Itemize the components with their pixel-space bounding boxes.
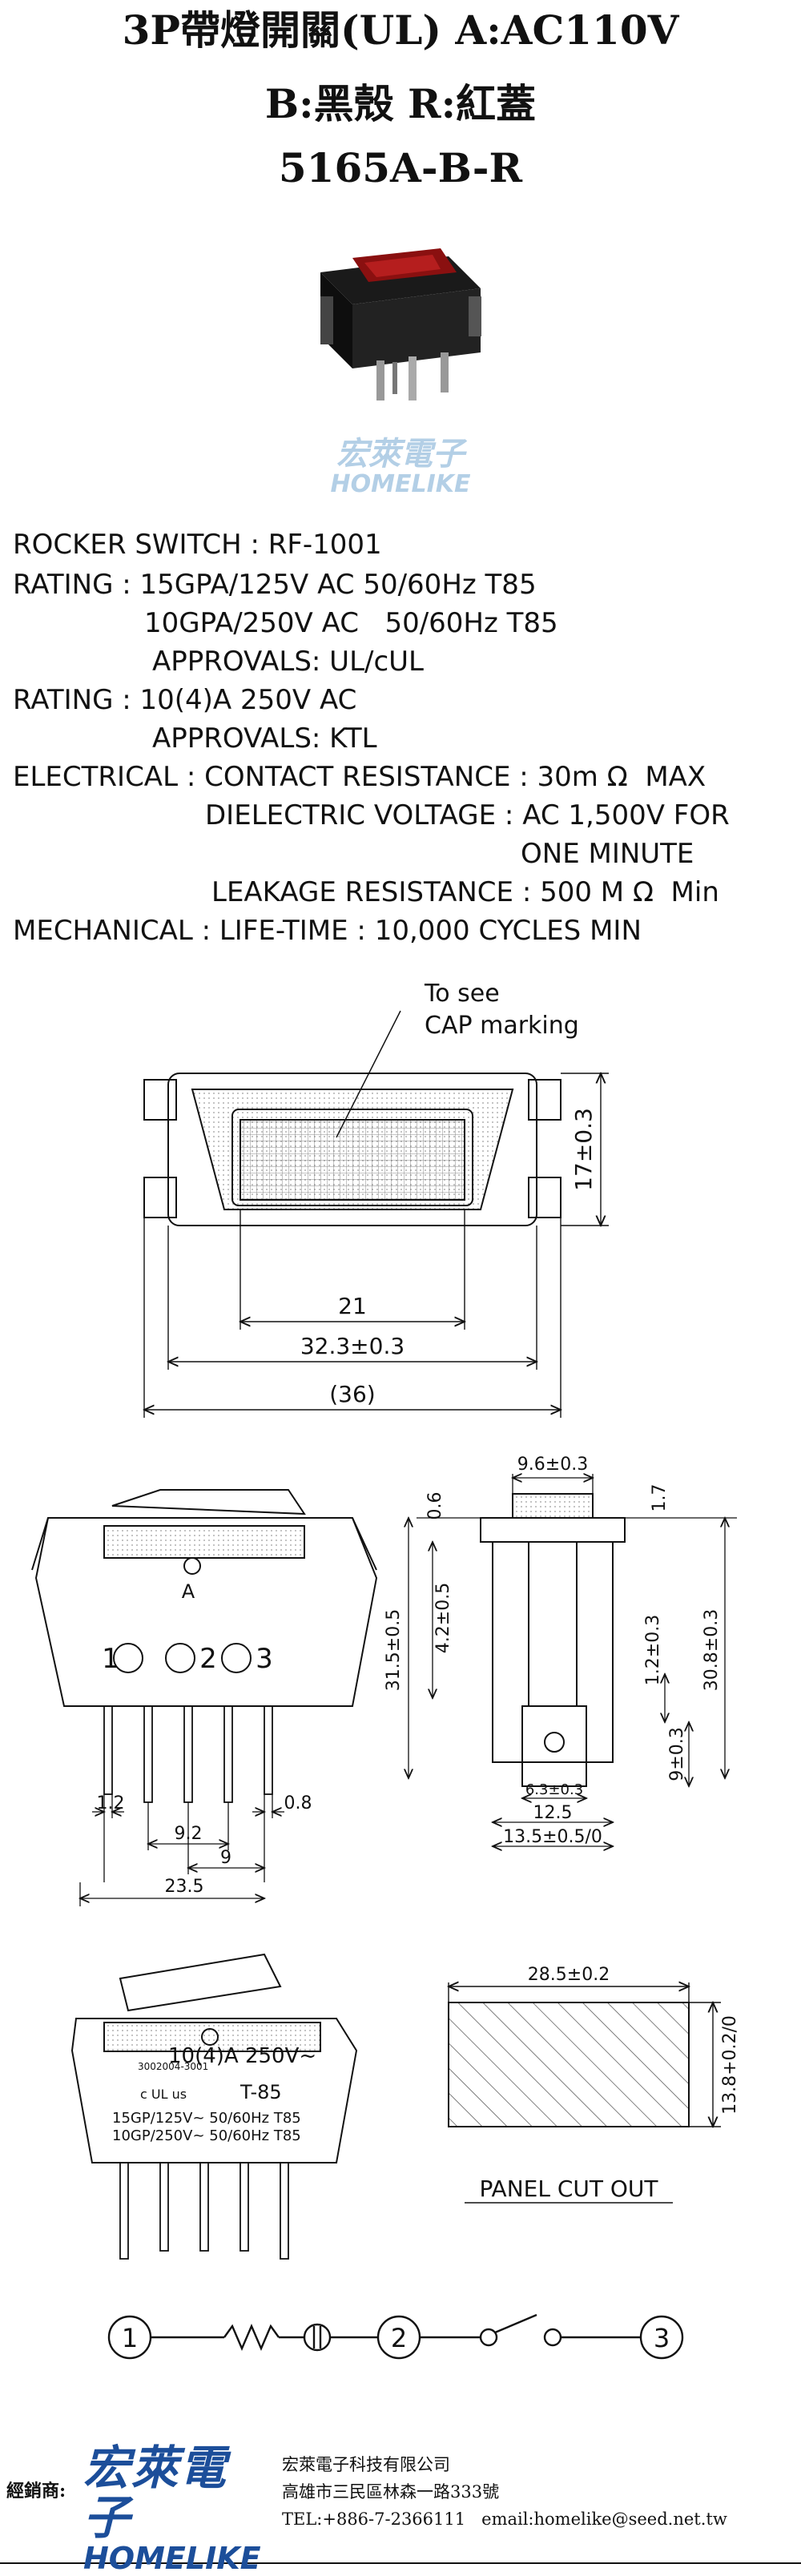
cap-note-line1: To see xyxy=(424,980,500,1008)
product-photo xyxy=(320,248,481,400)
terminal-label-3: 3 xyxy=(256,1643,273,1675)
circuit-node-1: 1 xyxy=(122,2323,138,2353)
dim-6-3: 6.3±0.3 xyxy=(525,1781,583,1798)
dim-32-3: 32.3±0.3 xyxy=(300,1333,405,1359)
dim-9-2: 9.2 xyxy=(175,1824,203,1844)
company-name: 宏萊電子科技有限公司 xyxy=(282,2455,450,2474)
company-address: 高雄市三民區林森一路333號 xyxy=(282,2482,500,2502)
dim-17: 17±0.3 xyxy=(570,1108,597,1191)
spec-line: MECHANICAL : LIFE-TIME : 10,000 CYCLES M… xyxy=(13,915,642,947)
title-line-2: B:黑殼 R:紅蓋 xyxy=(264,80,537,127)
cap-code: 3002004-3001 xyxy=(138,2061,208,2072)
circuit-diagram xyxy=(107,2313,684,2360)
terminal-label-1: 1 xyxy=(102,1643,119,1675)
dim-1-7: 1.7 xyxy=(650,1484,670,1512)
cap-line-2: 10GP/250V~ 50/60Hz T85 xyxy=(112,2127,301,2144)
panel-cut-out-label: PANEL CUT OUT xyxy=(479,2176,658,2202)
circuit-node-3: 3 xyxy=(654,2323,670,2353)
dim-1-2: 1.2 xyxy=(97,1793,125,1813)
dim-9: 9 xyxy=(220,1848,231,1868)
dim-13-5: 13.5±0.5/0 xyxy=(503,1827,602,1847)
title-line-1: 3P帶燈開關(UL) A:AC110V xyxy=(122,6,679,54)
spec-line: RATING : 10(4)A 250V AC xyxy=(13,684,357,716)
dim-0-6: 0.6 xyxy=(425,1492,445,1520)
dim-13-8: 13.8+0.2/0 xyxy=(720,2015,740,2115)
dim-21: 21 xyxy=(338,1293,367,1319)
dim-36: (36) xyxy=(329,1381,375,1407)
watermark-cn: 宏萊電子 xyxy=(336,436,465,473)
dim-28-5: 28.5±0.2 xyxy=(528,1965,610,1985)
dim-12-5: 12.5 xyxy=(533,1803,573,1823)
spec-line: 10GPA/250V AC 50/60Hz T85 xyxy=(144,607,558,639)
logo-cn: 宏萊電子 xyxy=(83,2441,228,2545)
dim-9-vert: 9±0.3 xyxy=(667,1727,687,1781)
spec-line: LEAKAGE RESISTANCE : 500 M Ω Min xyxy=(211,876,719,908)
company-info: 宏萊電子科技有限公司 高雄市三民區林森一路333號 TEL:+886-7-236… xyxy=(282,2451,727,2533)
cap-rating: 10(4)A 250V~ xyxy=(168,2044,316,2068)
cap-note-line2: CAP marking xyxy=(425,1012,579,1040)
terminal-label-2: 2 xyxy=(199,1643,217,1675)
cap-line-1: 15GP/125V~ 50/60Hz T85 xyxy=(112,2110,301,2127)
dim-0-8: 0.8 xyxy=(284,1793,312,1813)
watermark-logo: 宏萊電子 HOMELIKE xyxy=(304,437,497,497)
letter-a: A xyxy=(182,1580,195,1603)
spec-line: APPROVALS: UL/cUL xyxy=(152,646,424,678)
spec-line: APPROVALS: KTL xyxy=(152,722,377,755)
dim-1-2-vert: 1.2±0.3 xyxy=(643,1615,663,1685)
dim-23-5: 23.5 xyxy=(165,1877,204,1897)
spec-line: RATING : 15GPA/125V AC 50/60Hz T85 xyxy=(13,569,537,601)
watermark-en: HOMELIKE xyxy=(330,470,471,498)
cap-t85: T-85 xyxy=(239,2081,282,2103)
title-line-3: 5165A-B-R xyxy=(278,144,523,191)
spec-line: ONE MINUTE xyxy=(521,838,694,870)
company-contact: TEL:+886-7-2366111 email:homelike@seed.n… xyxy=(282,2510,727,2529)
dim-4-2: 4.2±0.5 xyxy=(433,1583,453,1653)
cap-ul-mark: c UL us xyxy=(140,2087,187,2102)
logo-en: HOMELIKE xyxy=(83,2541,261,2576)
circuit-node-2: 2 xyxy=(391,2323,407,2353)
dim-30-8: 30.8±0.3 xyxy=(702,1609,722,1691)
spec-line: ELECTRICAL : CONTACT RESISTANCE : 30m Ω … xyxy=(13,761,706,793)
distributor-label: 經銷商: xyxy=(6,2481,66,2502)
dim-9-6: 9.6±0.3 xyxy=(517,1455,588,1475)
panel-cutout-shape xyxy=(448,2002,690,2127)
spec-line: ROCKER SWITCH : RF-1001 xyxy=(13,529,382,561)
spec-line: DIELECTRIC VOLTAGE : AC 1,500V FOR xyxy=(205,799,730,831)
company-logo: 宏萊電子 HOMELIKE xyxy=(83,2443,268,2574)
dim-31-5: 31.5±0.5 xyxy=(384,1609,404,1691)
